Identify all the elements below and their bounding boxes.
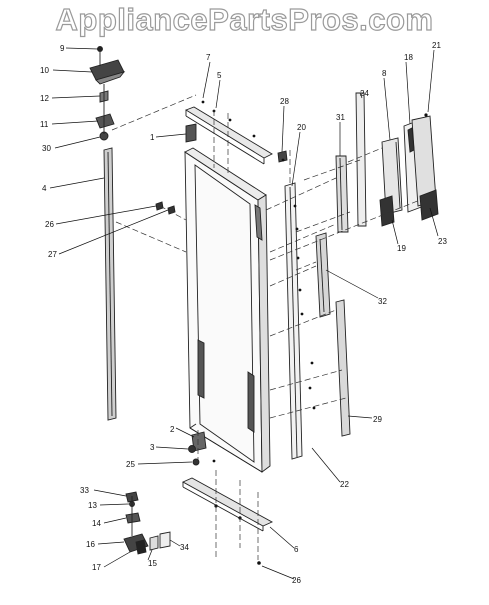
callout-26: 26: [45, 220, 54, 229]
callout-32: 32: [378, 297, 387, 306]
callout-2: 2: [170, 425, 175, 434]
callout-10: 10: [40, 66, 49, 75]
callout-6: 6: [294, 545, 299, 554]
callout-14: 14: [92, 519, 101, 528]
callout-3: 3: [150, 443, 155, 452]
callout-1: 1: [150, 133, 155, 142]
callout-22: 22: [340, 480, 349, 489]
top-channel: [184, 106, 273, 165]
callout-labels: 9 10 12 11 30 4 26 27 7 5 1 28 20 31 24 …: [40, 41, 447, 585]
callout-13: 13: [88, 501, 97, 510]
callout-28: 28: [280, 97, 289, 106]
screws: [201, 100, 428, 565]
callout-21: 21: [432, 41, 441, 50]
callout-17: 17: [92, 563, 101, 572]
bottom-channel: [181, 477, 274, 532]
callout-20: 20: [297, 123, 306, 132]
callout-27: 27: [48, 250, 57, 259]
callout-5: 5: [217, 71, 222, 80]
callout-4: 4: [42, 184, 47, 193]
lower-hinge: [123, 491, 171, 555]
callout-19: 19: [397, 244, 406, 253]
right-trim: [379, 115, 439, 227]
callout-8: 8: [382, 69, 387, 78]
part-32: [315, 232, 331, 318]
callout-29: 29: [373, 415, 382, 424]
callout-11: 11: [40, 120, 49, 129]
callout-15: 15: [148, 559, 157, 568]
side-channel: [284, 182, 303, 460]
callout-16: 16: [86, 540, 95, 549]
upper-hinge: [89, 46, 126, 141]
callout-31: 31: [336, 113, 345, 122]
watermark: AppliancePartsPros.com: [55, 1, 434, 37]
assembly-lines: [111, 94, 431, 560]
callout-33: 33: [80, 486, 89, 495]
callout-34: 34: [180, 543, 189, 552]
bracket-1: [185, 123, 197, 143]
callout-26-bottom: 26: [292, 576, 301, 585]
part-24: [355, 92, 367, 227]
callout-25: 25: [126, 460, 135, 469]
callout-12: 12: [40, 94, 49, 103]
callout-7: 7: [206, 53, 211, 62]
leader-lines: [49, 47, 439, 580]
callout-24: 24: [360, 89, 369, 98]
callout-9: 9: [60, 44, 65, 53]
part-31: [335, 155, 349, 233]
callout-30: 30: [42, 144, 51, 153]
door-panel: [184, 147, 271, 473]
part-29: [335, 299, 351, 437]
callout-18: 18: [404, 53, 413, 62]
callout-23: 23: [438, 237, 447, 246]
